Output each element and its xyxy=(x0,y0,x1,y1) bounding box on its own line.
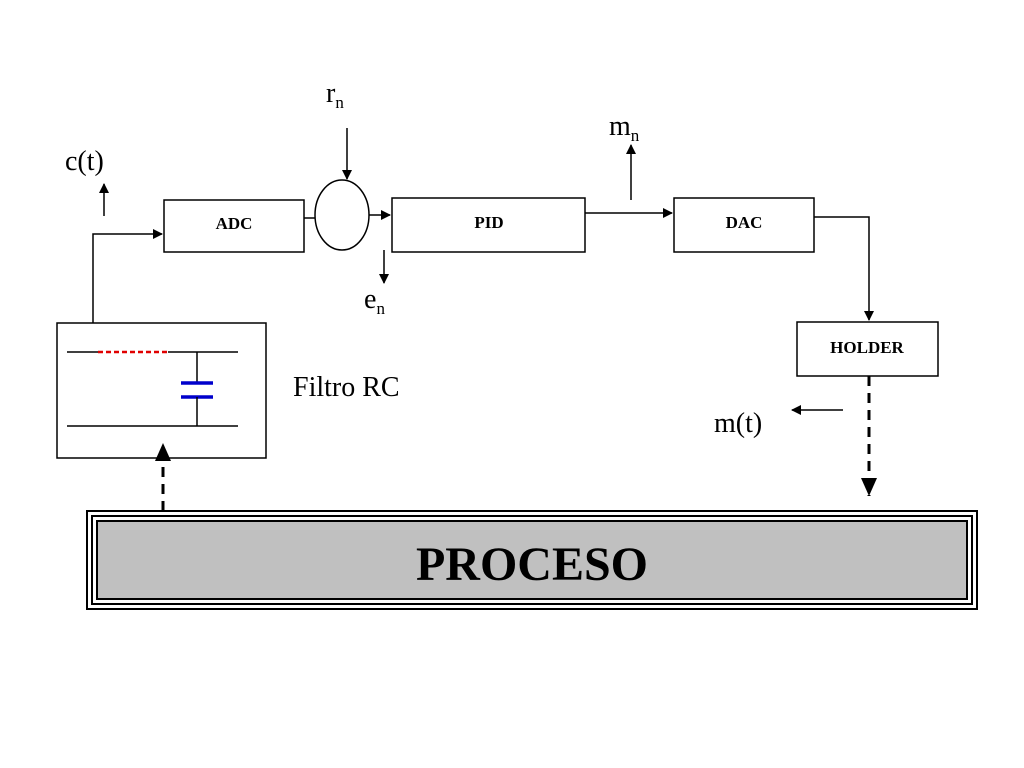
dac-label: DAC xyxy=(726,213,763,232)
dac-block: DAC xyxy=(673,197,815,253)
en-label: en xyxy=(364,284,385,318)
adc-label: ADC xyxy=(216,214,253,233)
summing-junction xyxy=(314,179,370,251)
process-block: PROCESO xyxy=(86,510,978,610)
holder-block: HOLDER xyxy=(796,321,939,377)
pid-label: PID xyxy=(474,213,503,232)
pid-block: PID xyxy=(391,197,586,253)
adc-block: ADC xyxy=(163,199,305,253)
holder-label: HOLDER xyxy=(830,338,904,357)
mn-label: mn xyxy=(609,111,640,145)
ct-label: c(t) xyxy=(65,146,104,177)
rn-label: rn xyxy=(326,78,344,112)
mt-label: m(t) xyxy=(714,408,762,439)
rc-filter-block xyxy=(56,322,267,459)
filter-label: Filtro RC xyxy=(293,372,400,403)
process-label: PROCESO xyxy=(416,538,648,591)
dac-to-holder-arrow xyxy=(814,216,874,321)
filter-to-adc-arrow xyxy=(92,229,163,323)
